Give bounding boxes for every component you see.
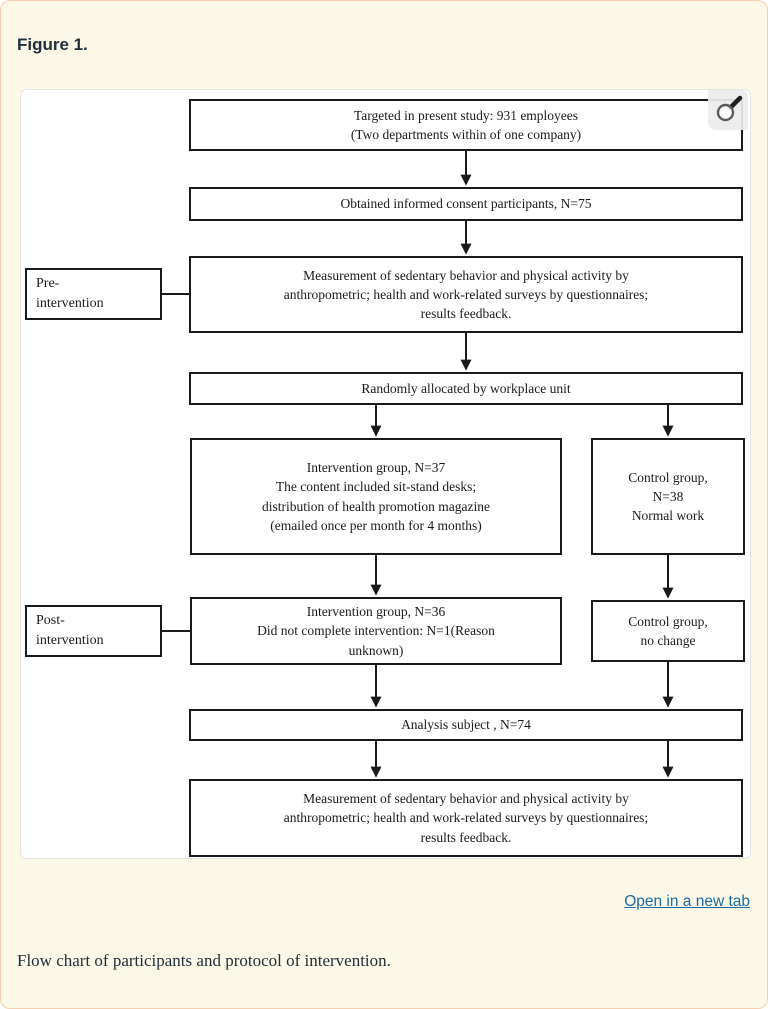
flow-node-control-group: Control group, N=38 Normal work <box>591 438 745 555</box>
flow-label-post-intervention: Post- intervention <box>25 605 162 657</box>
flow-node-measurement-post: Measurement of sedentary behavior and ph… <box>189 779 743 857</box>
figure-title: Figure 1. <box>17 35 88 54</box>
flow-label-pre-intervention: Pre- intervention <box>25 268 162 320</box>
zoom-figure-button[interactable] <box>708 90 748 130</box>
flow-node-consent: Obtained informed consent participants, … <box>189 187 743 221</box>
flow-node-control-no-change: Control group, no change <box>591 600 745 662</box>
flow-node-targeted: Targeted in present study: 931 employees… <box>189 99 743 151</box>
flow-node-measurement-pre: Measurement of sedentary behavior and ph… <box>189 256 743 333</box>
flow-node-analysis-subject: Analysis subject , N=74 <box>189 709 743 741</box>
figure-caption: Flow chart of participants and protocol … <box>17 951 391 970</box>
figure-panel: Targeted in present study: 931 employees… <box>20 89 751 859</box>
open-in-new-tab-link[interactable]: Open in a new tab <box>624 893 750 910</box>
flow-node-intervention-group: Intervention group, N=37 The content inc… <box>190 438 562 555</box>
flow-node-randomized: Randomly allocated by workplace unit <box>189 372 743 405</box>
magnifier-icon <box>716 95 743 122</box>
flow-node-intervention-post: Intervention group, N=36 Did not complet… <box>190 597 562 665</box>
